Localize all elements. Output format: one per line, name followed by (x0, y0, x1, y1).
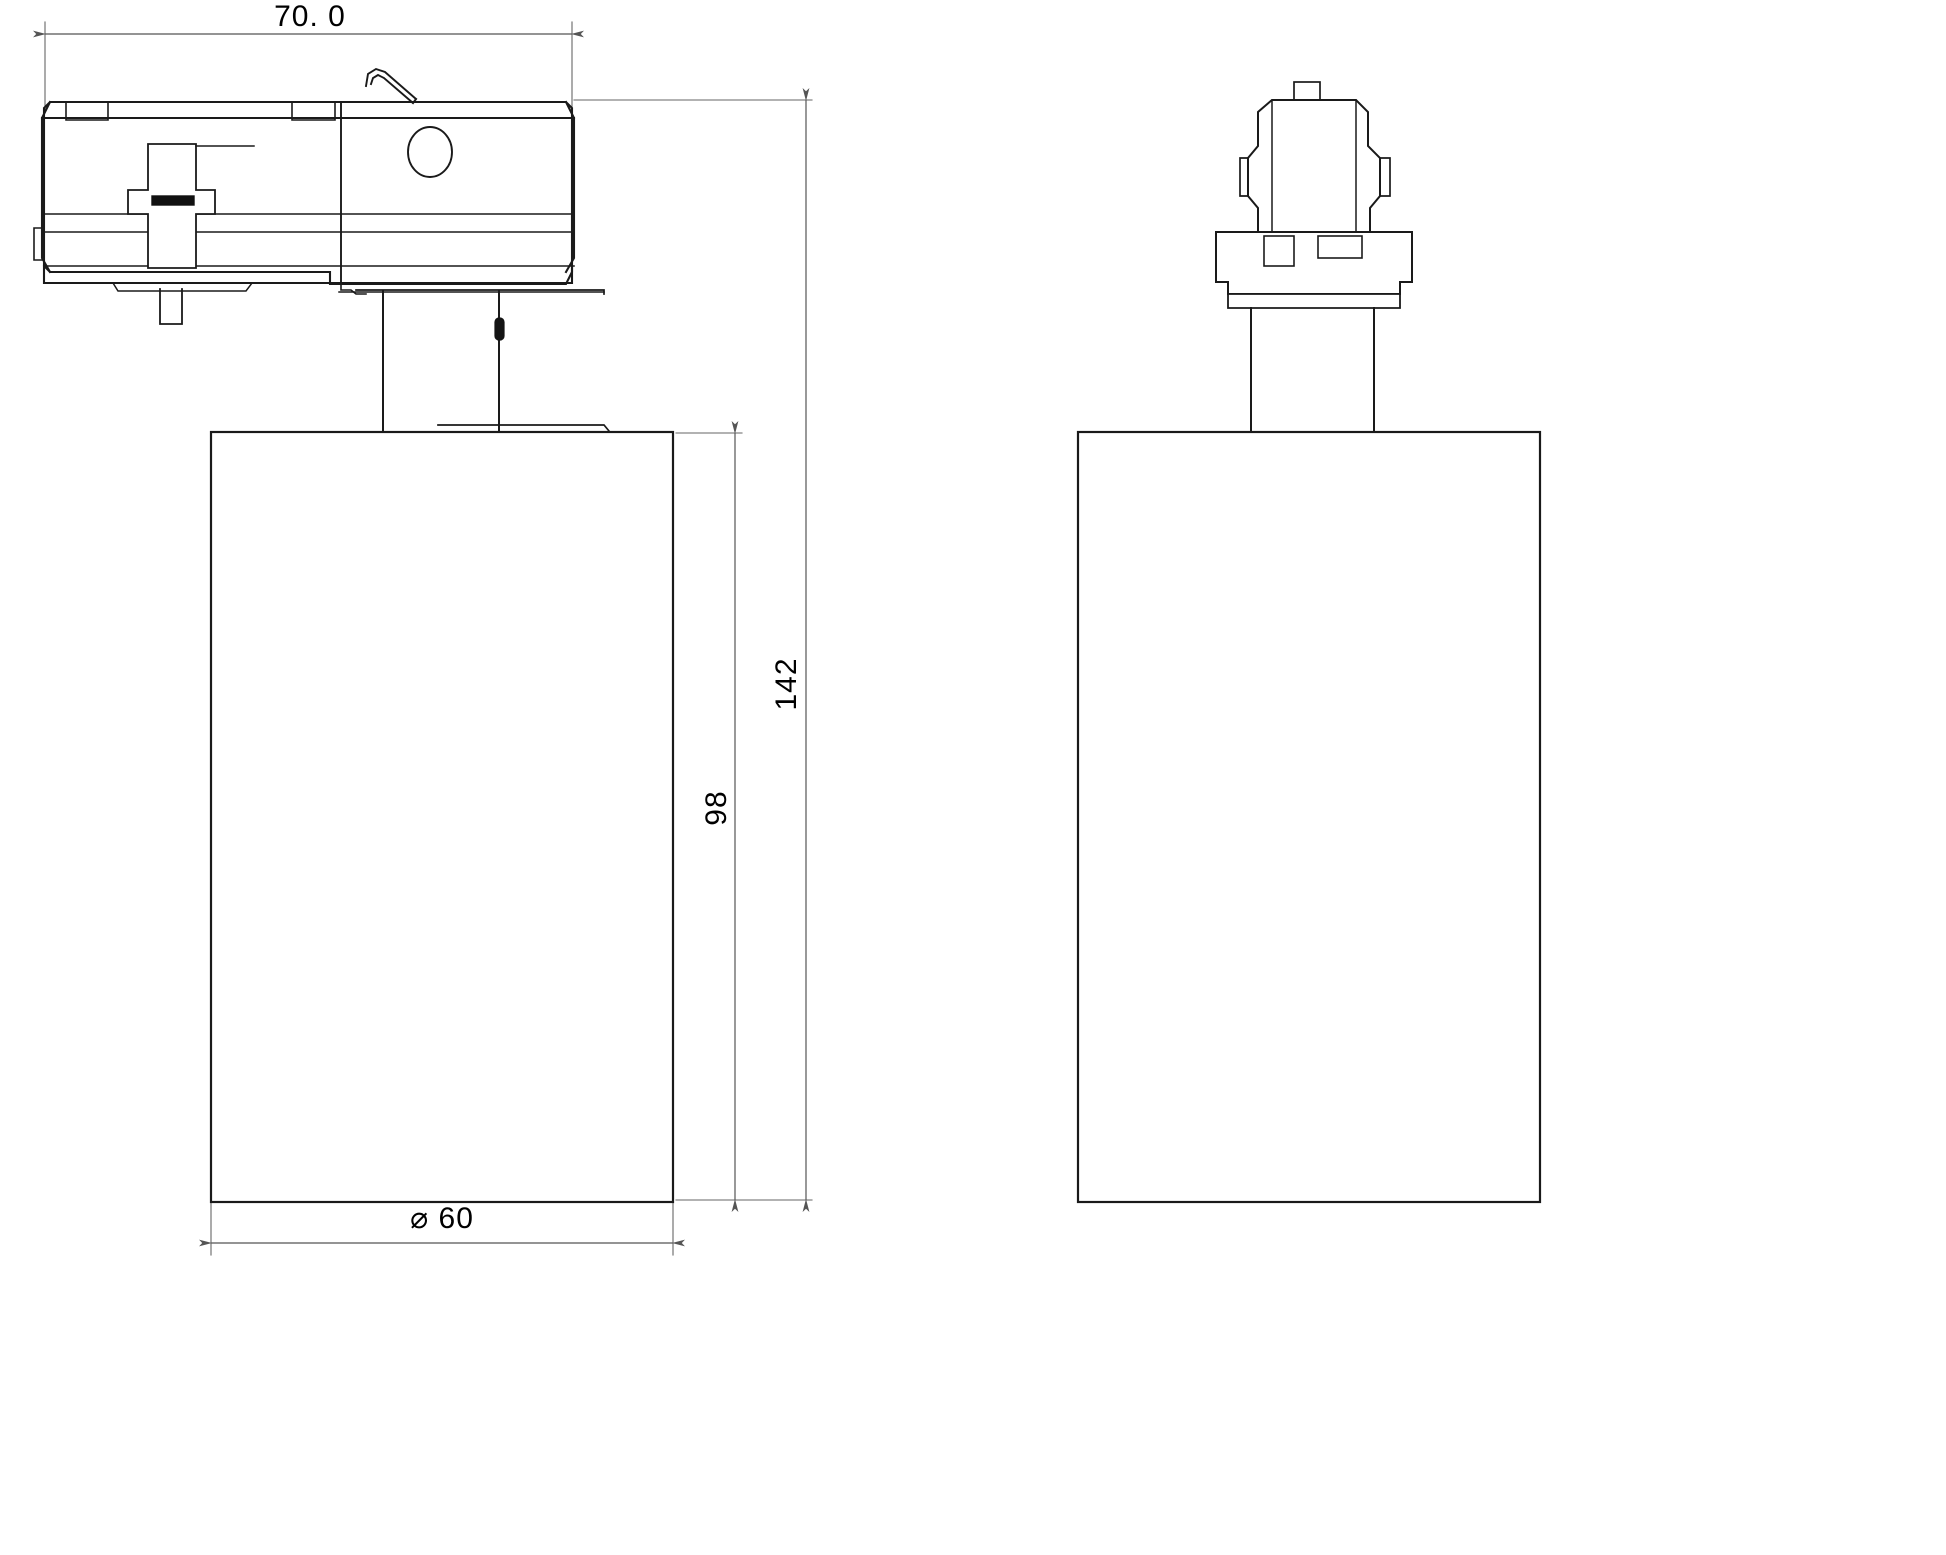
track-adapter-side (1215, 81, 1413, 309)
side-collar-detail-right (1317, 235, 1363, 259)
adapter-notch-left (65, 101, 109, 121)
dimension-label-total-height: 142 (770, 657, 803, 710)
allen-key-tip (411, 97, 418, 105)
dimension-adapter-width (33, 21, 584, 113)
light-cylinder-front (209, 424, 675, 1204)
adapter-bottom-rim (42, 264, 574, 285)
side-view-group (1076, 81, 1542, 1204)
allen-key-inner (369, 73, 415, 105)
side-adapter-upper (1247, 99, 1381, 233)
dimension-label-body-height: 98 (700, 790, 733, 825)
light-cylinder-side (1076, 430, 1542, 1204)
lock-slider-slot[interactable] (151, 195, 195, 206)
support-stem-front (338, 289, 605, 433)
dimension-cylinder-diameter (199, 1202, 685, 1256)
lock-slider[interactable] (127, 143, 216, 269)
side-adapter-collar (1215, 231, 1413, 295)
adapter-notch-right (291, 101, 336, 121)
front-view-group (33, 67, 675, 1204)
dimension-label-width: 70. 0 (274, 0, 346, 33)
adapter-outer-profile (42, 100, 574, 286)
lock-slider-body[interactable] (127, 143, 216, 269)
stem-set-screw (494, 317, 505, 341)
track-adapter-front (33, 100, 576, 325)
support-stem-side (1250, 307, 1375, 433)
adapter-left-chamfer (40, 100, 52, 274)
adapter-step-right (340, 282, 367, 295)
cylinder-outline (209, 430, 675, 1204)
adapter-right-chamfer (564, 100, 576, 274)
allen-key-icon (364, 67, 418, 105)
adapter-pin (159, 288, 183, 325)
dimension-label-diameter: ⌀ 60 (410, 1202, 474, 1235)
side-top-tab (1293, 81, 1321, 101)
allen-key-short-arm (364, 67, 418, 101)
side-left-shoulder (1239, 157, 1249, 197)
round-port-hole (407, 126, 453, 178)
side-collar-detail-left (1263, 235, 1295, 267)
side-right-shoulder (1379, 157, 1391, 197)
adapter-left-tab (33, 227, 43, 261)
side-bottom-plate (1227, 293, 1401, 309)
dimension-cylinder-height (675, 421, 743, 1212)
